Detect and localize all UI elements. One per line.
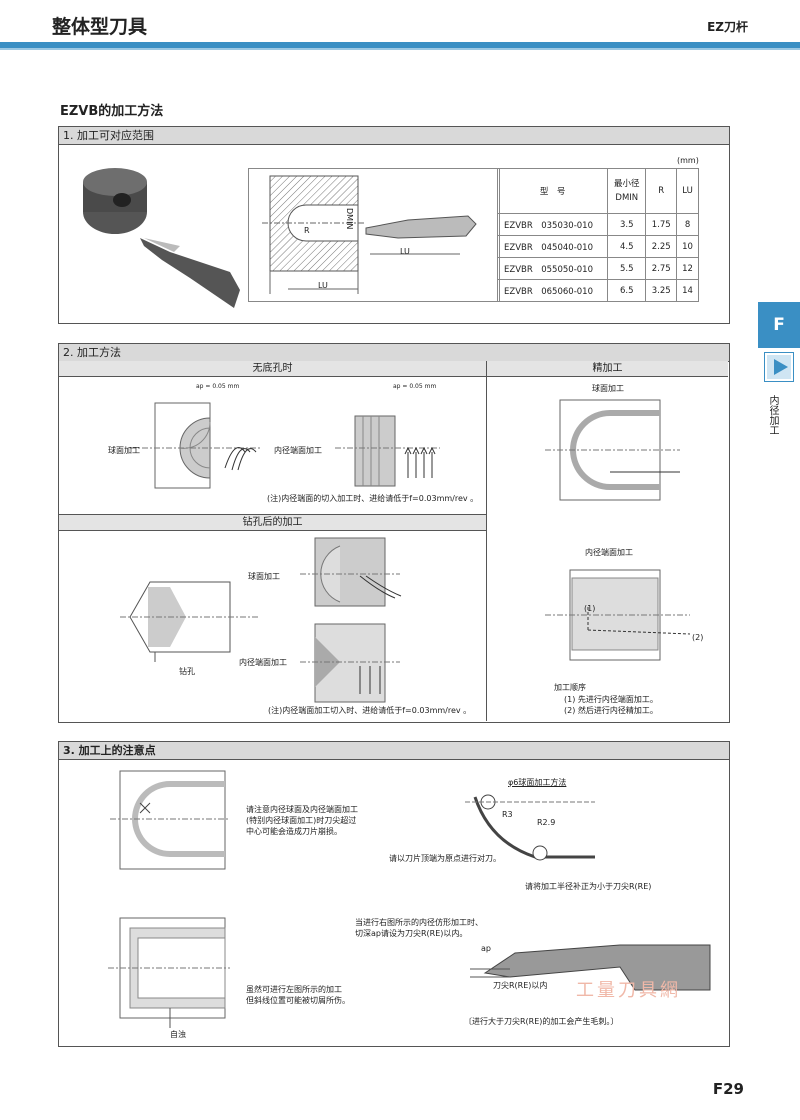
table-cell: EZVBR 045040-010	[496, 235, 609, 258]
caution-note-f: 虽然可进行左图所示的加工 但斜线位置可能被切屑所伤。	[246, 985, 350, 1005]
table-cell: 8	[676, 213, 699, 236]
side-tab-letter: F	[758, 302, 800, 348]
ap-label-profile: ap	[481, 944, 491, 953]
table-cell: EZVBR 065060-010	[496, 279, 609, 302]
lu-label-bore: LU	[318, 281, 328, 290]
caution-note-d: 当进行右图所示的内径仿形加工时、 切深ap请设为刀尖R(RE)以内。	[355, 918, 483, 938]
finish-ball-drawing	[545, 399, 680, 501]
no-bottom-hole-header: 无底孔时	[59, 361, 487, 377]
boring-icon	[764, 352, 794, 382]
lu-label-tool: LU	[400, 247, 410, 256]
chip-label: 自浊	[170, 1030, 186, 1039]
caution-note-b: 请以刀片顶端为原点进行对刀。	[389, 854, 501, 863]
table-header: 型 号	[496, 168, 609, 214]
header-title: 整体型刀具	[52, 16, 148, 38]
table-header: 最小径 DMIN	[607, 168, 647, 214]
column-divider	[486, 361, 487, 721]
caution-note-a: 请注意内径球面及内径端面加工 (特别内径球面加工)时刀尖超过 中心可能会造成刀片…	[246, 805, 358, 836]
table-cell: 6.5	[607, 279, 647, 302]
table-cell: 3.5	[607, 213, 647, 236]
table-row: EZVBR 045040-010 4.5 2.25 10	[496, 235, 699, 258]
section-title: EZVB的加工方法	[60, 104, 164, 119]
header-category: EZ刀杆	[707, 20, 748, 34]
side-tab-label: 内径加工	[767, 395, 778, 435]
page-number: F29	[712, 1080, 744, 1098]
table-cell: 14	[676, 279, 699, 302]
table-cell: 2.25	[645, 235, 678, 258]
drill-label: 钻孔	[179, 667, 195, 676]
dimension-diagram	[262, 175, 477, 294]
header-bar-light	[0, 48, 800, 50]
end-face-label: 内径端面加工	[274, 446, 322, 455]
caution-heading: 3. 加工上的注意点	[59, 742, 729, 760]
table-header: LU	[676, 168, 699, 214]
table-row: EZVBR 065060-010 6.5 3.25 14	[496, 279, 699, 302]
marker-1: (1)	[584, 604, 596, 613]
finish-end-drawing	[545, 569, 691, 661]
table-cell: 12	[676, 257, 699, 280]
table-row: EZVBR 055050-010 5.5 2.75 12	[496, 257, 699, 280]
order-step-2: (2) 然后进行内径精加工。	[564, 706, 658, 715]
table-row: EZVBR 035030-010 3.5 1.75 8	[496, 213, 699, 236]
end-face-label-2: 内径端面加工	[239, 658, 287, 667]
ball6-title: φ6球面加工方法	[508, 778, 567, 787]
table-cell: 3.25	[645, 279, 678, 302]
table-cell: 4.5	[607, 235, 647, 258]
table-header: R	[645, 168, 678, 214]
after-drilling-header: 钻孔后的加工	[59, 514, 486, 531]
table-cell: 1.75	[645, 213, 678, 236]
tool-photo	[83, 168, 240, 308]
ball-machining-label: 球面加工	[108, 446, 140, 455]
caution-end-drawing	[108, 917, 230, 1028]
finishing-header: 精加工	[487, 361, 728, 377]
caution-ball-drawing	[110, 770, 230, 870]
r29-label: R2.9	[537, 818, 556, 827]
header-bar	[0, 42, 800, 48]
re-label: 刀尖R(RE)以内	[493, 981, 548, 990]
order-title: 加工顺序	[554, 683, 586, 692]
finish-end-label: 内径端面加工	[585, 548, 633, 557]
caution-note-e: 〔进行大于刀尖R(RE)的加工会产生毛刺。〕	[464, 1017, 619, 1026]
caution-note-c: 请将加工半径补正为小于刀尖R(RE)	[525, 882, 652, 891]
watermark: 工量刀具網	[576, 980, 681, 1001]
note-feed-1: (注)内径端面的切入加工时、进给请低于f=0.03mm/rev 。	[267, 494, 479, 503]
table-cell: EZVBR 035030-010	[496, 213, 609, 236]
order-step-1: (1) 先进行内径端面加工。	[564, 695, 658, 704]
r-label: R	[304, 226, 310, 235]
spec-table: 型 号 最小径 DMIN R LU EZVBR 035030-010 3.5 1…	[496, 168, 699, 302]
note-feed-2: (注)内径端面加工切入时、进给请低于f=0.03mm/rev 。	[268, 706, 472, 715]
r3-label: R3	[502, 810, 513, 819]
ap-label: ap = 0.05 mm	[393, 383, 437, 390]
ball-machining-label-2: 球面加工	[248, 572, 280, 581]
method-heading: 2. 加工方法	[59, 344, 729, 362]
profile-drawing	[470, 944, 711, 991]
finish-ball-label: 球面加工	[592, 384, 624, 393]
no-bottom-hole-drawing	[130, 402, 440, 489]
table-cell: 5.5	[607, 257, 647, 280]
ball6-drawing	[465, 794, 595, 861]
table-cell: 2.75	[645, 257, 678, 280]
dmin-label: DMIN	[345, 208, 354, 230]
table-header-row: 型 号 最小径 DMIN R LU	[496, 168, 699, 214]
unit-label: (mm)	[677, 156, 699, 165]
ap-label: ap = 0.05 mm	[196, 383, 240, 390]
table-cell: 10	[676, 235, 699, 258]
after-drilling-drawing	[120, 537, 402, 703]
range-heading: 1. 加工可对应范围	[59, 127, 729, 145]
marker-2: (2)	[692, 633, 704, 642]
table-cell: EZVBR 055050-010	[496, 257, 609, 280]
